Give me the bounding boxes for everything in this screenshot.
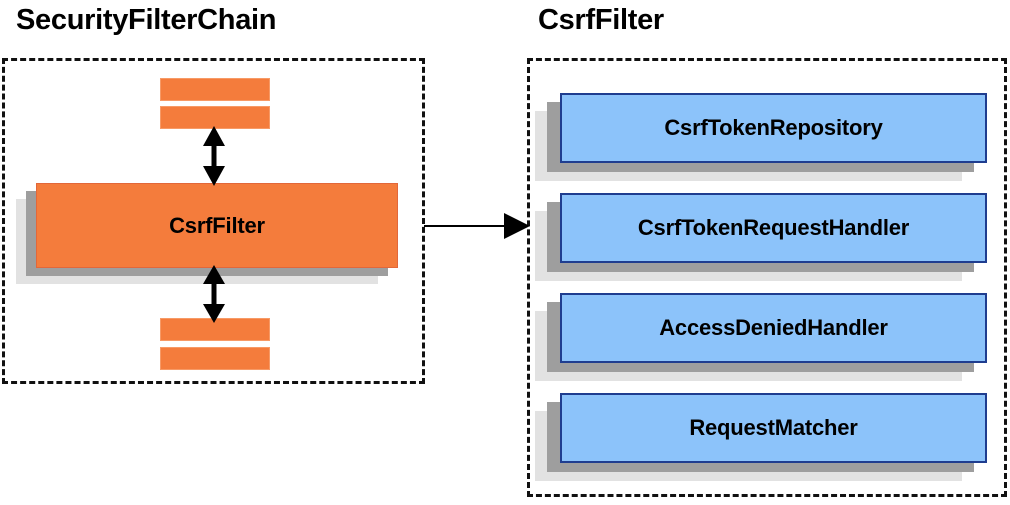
component-face: RequestMatcher — [560, 393, 987, 463]
component-face: CsrfTokenRepository — [560, 93, 987, 163]
filter-bar-above-1 — [160, 78, 270, 101]
component-face: AccessDeniedHandler — [560, 293, 987, 363]
collaborator-csrf-token-request-handler[interactable]: CsrfTokenRequestHandler — [535, 193, 987, 281]
component-label: CsrfFilter — [169, 212, 265, 238]
component-face: CsrfTokenRequestHandler — [560, 193, 987, 263]
collaborator-csrf-token-repository[interactable]: CsrfTokenRepository — [535, 93, 987, 181]
collaborator-label: CsrfTokenRepository — [664, 115, 883, 140]
right-panel-title: CsrfFilter — [538, 4, 664, 36]
filter-bar-below-2 — [160, 347, 270, 370]
left-panel-title: SecurityFilterChain — [16, 4, 277, 36]
collaborator-label: AccessDeniedHandler — [659, 315, 888, 340]
csrf-filter-component[interactable]: CsrfFilter — [16, 183, 398, 284]
component-face: CsrfFilter — [36, 183, 398, 268]
collaborator-request-matcher[interactable]: RequestMatcher — [535, 393, 987, 481]
connector-arrow-above — [203, 126, 225, 186]
collaborator-label: CsrfTokenRequestHandler — [637, 215, 910, 240]
collaborator-access-denied-handler[interactable]: AccessDeniedHandler — [535, 293, 987, 381]
collaborator-label: RequestMatcher — [689, 415, 858, 440]
panel-link-arrow — [424, 213, 530, 239]
security-filter-chain-group — [2, 58, 425, 384]
csrf-filter-group — [527, 58, 1007, 497]
connector-arrow-below — [203, 265, 225, 323]
